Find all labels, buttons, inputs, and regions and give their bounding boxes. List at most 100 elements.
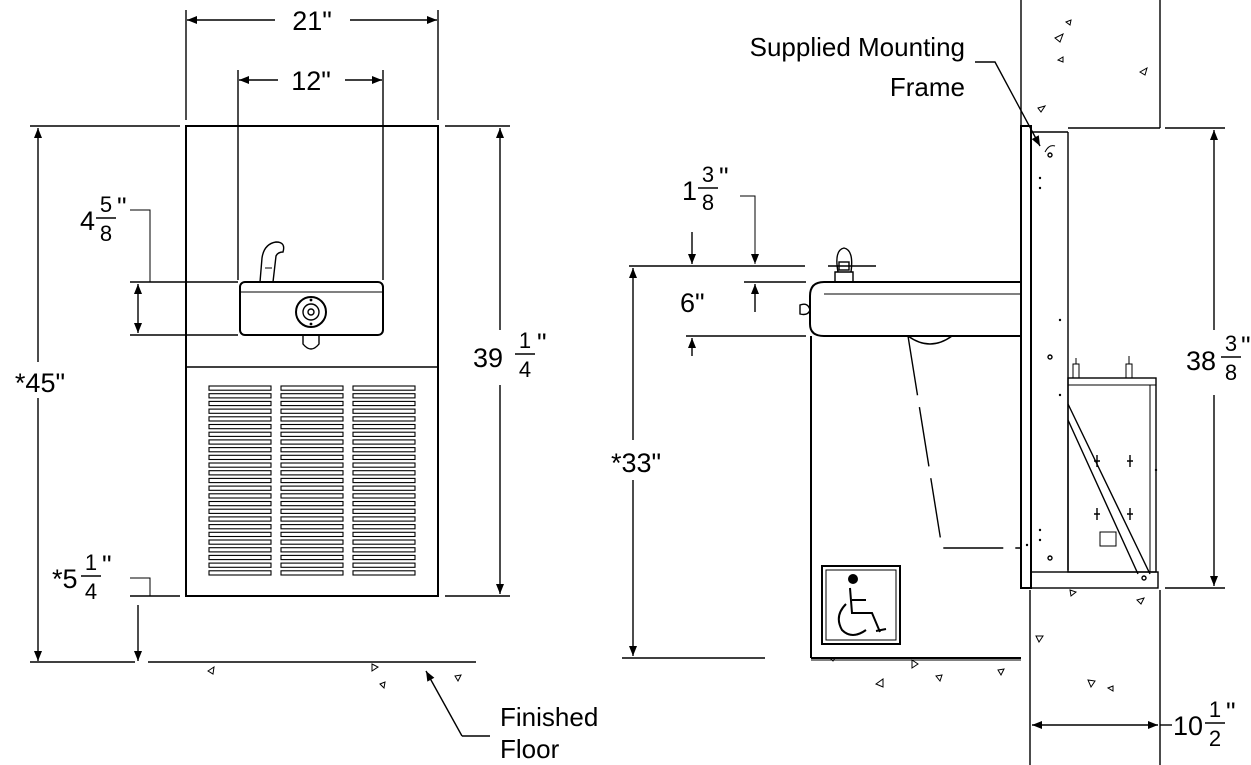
grille xyxy=(208,385,416,576)
svg-text:1: 1 xyxy=(519,328,531,353)
grille-slat xyxy=(208,423,272,430)
grille-slat xyxy=(352,493,416,499)
grille-slat xyxy=(352,454,416,461)
grille-slat xyxy=(208,416,272,422)
grille-slat xyxy=(280,477,344,484)
svg-text:": " xyxy=(1226,697,1236,727)
grille-slat xyxy=(352,393,416,399)
grille-slat xyxy=(208,393,272,399)
grille-slat xyxy=(208,439,272,445)
bubbler-side-icon xyxy=(834,247,854,282)
grille-slat xyxy=(208,454,272,461)
grille-slat xyxy=(280,423,344,430)
grille-slat xyxy=(352,554,416,561)
grille-slat xyxy=(352,516,416,522)
grille-slat xyxy=(352,524,416,530)
grille-slat xyxy=(208,485,272,491)
rim-height-dimension: *33" xyxy=(611,448,661,478)
grille-slat xyxy=(208,531,272,538)
svg-text:": " xyxy=(1241,331,1251,361)
floor-hatch xyxy=(207,663,462,690)
grille-slat xyxy=(208,385,272,391)
grille-slat xyxy=(280,500,344,507)
svg-text:2: 2 xyxy=(1209,726,1221,751)
svg-text:8: 8 xyxy=(702,190,714,215)
grille-slat xyxy=(208,431,272,437)
grille-slat xyxy=(352,423,416,430)
floor-side xyxy=(811,657,1021,688)
grille-slat xyxy=(280,439,344,445)
svg-text:8: 8 xyxy=(1225,360,1237,385)
grille-slat xyxy=(208,508,272,514)
svg-text:38: 38 xyxy=(1186,346,1216,376)
frame-height-dimension: 38 3 8 " xyxy=(1186,331,1251,385)
grille-slat xyxy=(280,531,344,538)
grille-slat xyxy=(352,400,416,407)
floor-clearance-dimension: *5 1 4 " xyxy=(52,550,112,604)
grille-slat xyxy=(280,447,344,453)
bubbler-spacing-dimension: 12" xyxy=(291,66,331,96)
front-view: 21" 12" *45" 39 1 4 " 4 5 xyxy=(15,6,598,764)
grille-slat xyxy=(352,485,416,491)
grille-slat xyxy=(280,393,344,399)
svg-text:": " xyxy=(537,328,547,358)
svg-text:10: 10 xyxy=(1173,711,1203,741)
grille-slat xyxy=(208,524,272,530)
bowl-front xyxy=(239,281,384,336)
finished-floor-label-2: Floor xyxy=(500,734,560,764)
svg-text:3: 3 xyxy=(1225,331,1237,356)
depth-dimension: 10 1 2 " xyxy=(1173,697,1236,751)
bubbler-icon xyxy=(259,241,285,283)
grille-slat xyxy=(280,400,344,407)
grille-slat xyxy=(280,570,344,576)
grille-slat xyxy=(208,554,272,561)
width-dimension: 21" xyxy=(292,6,332,36)
bubbler-height-dimension: 1 3 8 " xyxy=(682,162,729,215)
mounting-frame xyxy=(1020,125,1032,589)
svg-text:4: 4 xyxy=(85,579,97,604)
svg-text:4: 4 xyxy=(80,206,95,236)
grille-slat xyxy=(208,493,272,499)
grille-slat xyxy=(352,539,416,545)
grille-slat xyxy=(280,516,344,522)
mounting-frame-label: Supplied Mounting xyxy=(750,32,965,62)
grille-slat xyxy=(352,570,416,576)
grille-slat xyxy=(352,439,416,445)
svg-text:3: 3 xyxy=(702,162,714,187)
grille-slat xyxy=(280,547,344,553)
svg-text:8: 8 xyxy=(100,221,112,246)
grille-slat xyxy=(352,385,416,391)
finished-floor-label: Finished xyxy=(500,702,598,732)
grille-slat xyxy=(280,562,344,568)
svg-text:": " xyxy=(117,192,127,222)
grille-slat xyxy=(352,508,416,514)
grille-slat xyxy=(280,454,344,461)
cabinet-side xyxy=(810,335,1021,659)
grille-slat xyxy=(208,470,272,476)
grille-slat xyxy=(280,554,344,561)
svg-text:": " xyxy=(102,550,112,580)
grille-slat xyxy=(280,462,344,468)
svg-text:1: 1 xyxy=(85,550,97,575)
grille-slat xyxy=(208,539,272,545)
grille-slat xyxy=(208,570,272,576)
grille-slat xyxy=(352,408,416,414)
grille-slat xyxy=(208,477,272,484)
grille-slat xyxy=(280,539,344,545)
svg-text:39: 39 xyxy=(473,343,503,373)
grille-slat xyxy=(280,416,344,422)
grille-slat xyxy=(352,431,416,437)
svg-text:": " xyxy=(719,162,729,192)
grille-slat xyxy=(280,493,344,499)
grille-slat xyxy=(208,447,272,453)
grille-slat xyxy=(280,508,344,514)
chiller-unit xyxy=(1067,356,1158,581)
grille-slat xyxy=(208,547,272,553)
unit-body-front xyxy=(185,125,439,597)
grille-slat xyxy=(352,470,416,476)
grille-slat xyxy=(208,400,272,407)
svg-text:1: 1 xyxy=(682,176,697,206)
push-button-icon xyxy=(295,296,327,328)
grille-slat xyxy=(280,385,344,391)
